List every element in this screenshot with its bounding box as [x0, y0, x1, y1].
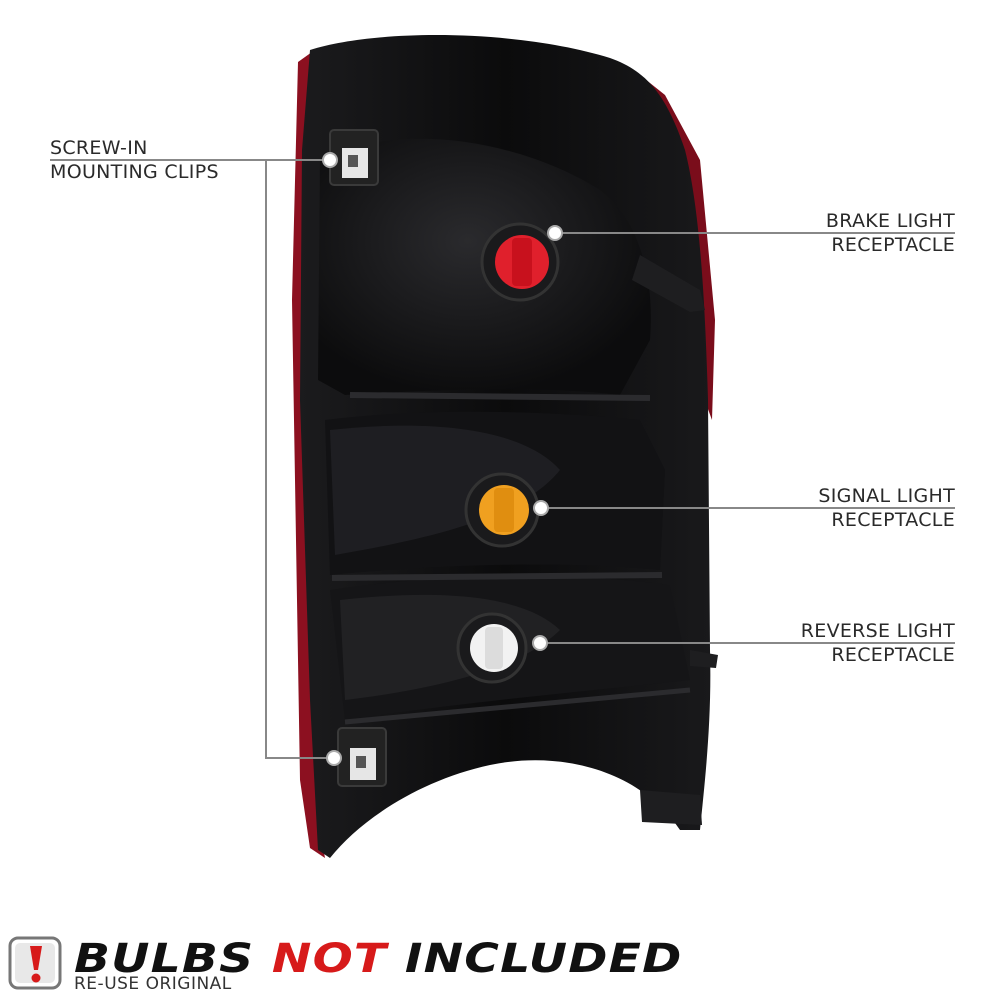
banner-word-not: NOT	[271, 936, 388, 982]
brake-light-label: BRAKE LIGHT RECEPTACLE	[826, 209, 955, 257]
banner-word-bulbs: BULBS	[74, 936, 255, 982]
signal-light-label-line1: SIGNAL LIGHT	[818, 485, 955, 507]
top-mounting-clip	[329, 129, 379, 186]
banner-word-included: INCLUDED	[404, 936, 683, 982]
signal-light-label-line2: RECEPTACLE	[831, 509, 955, 531]
brake-light-label-line2: RECEPTACLE	[831, 234, 955, 256]
callout-dot-top-clip	[322, 152, 338, 168]
brake-light-label-line1: BRAKE LIGHT	[825, 210, 955, 232]
reverse-light-label-line2: RECEPTACLE	[831, 644, 955, 666]
callout-line-clips	[50, 159, 332, 759]
mounting-clips-label-line1: SCREW-IN	[50, 137, 148, 159]
reverse-light-label-line1: REVERSE LIGHT	[800, 620, 955, 642]
brake-light-socket	[480, 222, 560, 302]
signal-light-socket	[464, 472, 540, 548]
bulbs-not-included-title: BULBS NOT INCLUDED	[74, 937, 682, 981]
warning-icon	[8, 936, 62, 990]
callout-dot-brake	[547, 225, 563, 241]
reverse-light-socket	[456, 612, 528, 684]
signal-light-label: SIGNAL LIGHT RECEPTACLE	[818, 484, 955, 532]
mounting-tab	[632, 255, 705, 312]
housing-rib	[349, 392, 651, 401]
middle-chamber-highlight	[330, 425, 560, 555]
reuse-original-subtitle: RE-USE ORIGINAL	[74, 974, 232, 994]
mounting-clips-label-line2: MOUNTING CLIPS	[50, 161, 219, 183]
mounting-tab	[690, 650, 718, 668]
reverse-light-label: REVERSE LIGHT RECEPTACLE	[801, 619, 955, 667]
callout-dot-bottom-clip	[326, 750, 342, 766]
bottom-mounting-clip	[337, 727, 387, 787]
mounting-clips-label: SCREW-IN MOUNTING CLIPS	[50, 136, 219, 184]
callout-dot-signal	[533, 500, 549, 516]
bottom-tab	[640, 790, 702, 825]
callout-dot-reverse	[532, 635, 548, 651]
housing-rib	[331, 572, 663, 581]
housing-rib	[344, 687, 691, 725]
